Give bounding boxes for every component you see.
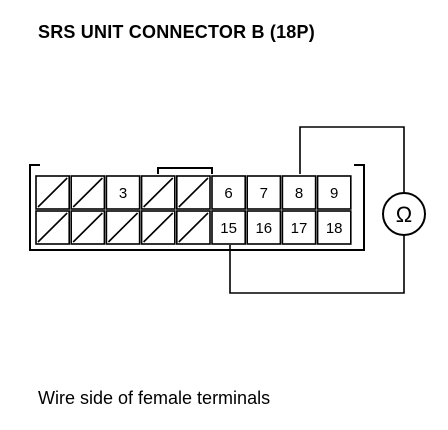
terminal-cavity [246, 175, 282, 210]
terminal-number: 15 [220, 220, 237, 237]
diagram-caption: Wire side of female terminals [38, 388, 271, 408]
terminal-number: 16 [255, 220, 272, 237]
test-leads [229, 126, 405, 294]
blank-cavity-hatch [143, 177, 174, 208]
blank-cavity-hatch [37, 212, 68, 243]
diagram-title: SRS UNIT CONNECTOR B (18P) [38, 22, 315, 42]
blank-cavity-hatch [178, 177, 209, 208]
ohmmeter-icon: Ω [382, 192, 426, 236]
blank-cavity-hatch [72, 177, 103, 208]
terminal-number: 7 [260, 185, 268, 202]
terminal-cavity [211, 175, 247, 210]
terminal-number: 8 [295, 185, 303, 202]
ohm-symbol: Ω [396, 202, 412, 227]
terminal-cavity [211, 210, 247, 245]
terminal-number: 9 [330, 185, 338, 202]
connector-cavities: 3 6 7 8 9 15 16 17 18 [35, 175, 352, 245]
terminal-number: 17 [291, 220, 308, 237]
terminal-number: 18 [326, 220, 343, 237]
terminal-cavity [281, 175, 317, 210]
connector-housing [29, 164, 365, 251]
terminal-number: 3 [119, 185, 127, 202]
terminal-cavity [316, 210, 352, 245]
terminal-cavity [105, 175, 141, 210]
blank-cavity-hatch [178, 212, 209, 243]
terminal-cavity [281, 210, 317, 245]
terminal-cavity [316, 175, 352, 210]
terminal-cavity [246, 210, 282, 245]
lead-pin-8 [299, 126, 405, 193]
lead-pin-15 [229, 235, 405, 294]
blank-cavity-hatch [72, 212, 103, 243]
blank-cavity-hatch [107, 212, 139, 243]
terminal-number: 6 [224, 185, 232, 202]
blank-cavity-hatch [143, 212, 174, 243]
blank-cavity-hatch [37, 177, 68, 208]
